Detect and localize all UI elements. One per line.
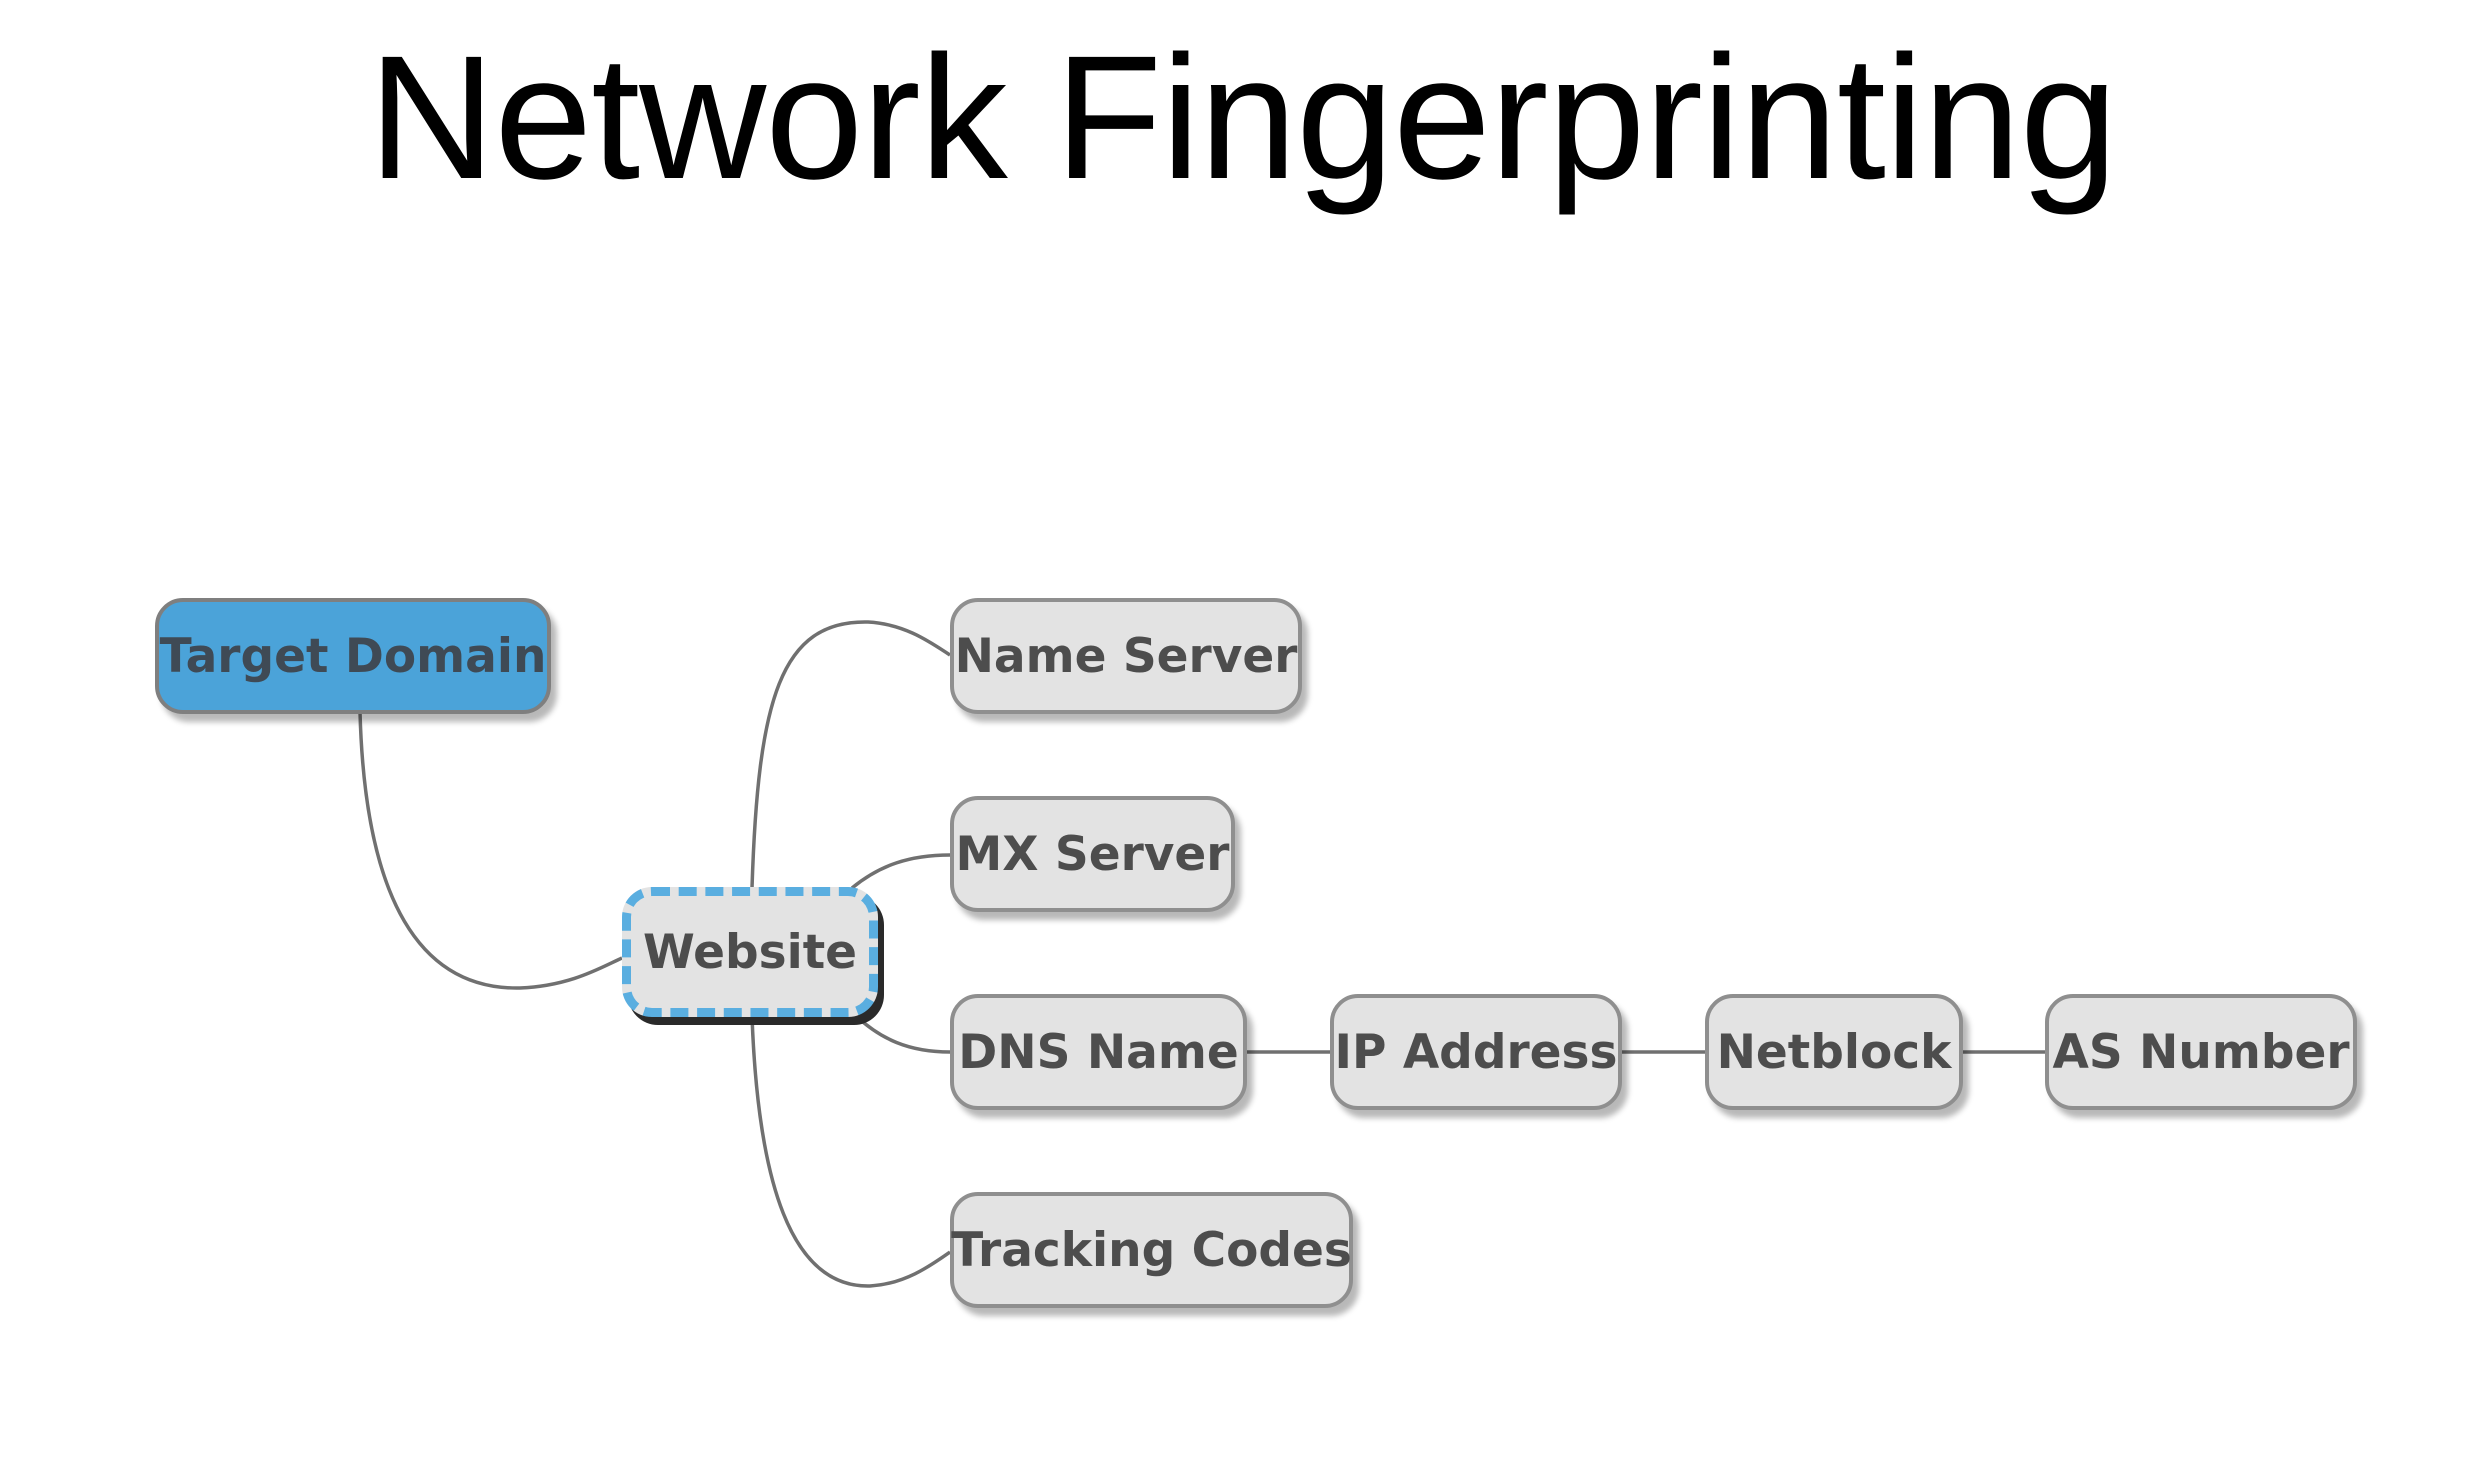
node-target-domain-label: Target Domain [159, 628, 547, 684]
connector-website-dns-name [850, 1010, 951, 1054]
node-website-label: Website [642, 924, 858, 980]
node-dns-name-label: DNS Name [958, 1024, 1239, 1080]
connector-website-mx-server [850, 853, 951, 890]
node-netblock-label: Netblock [1716, 1024, 1952, 1080]
node-dns-name[interactable]: DNS Name [950, 994, 1247, 1110]
node-ip-address[interactable]: IP Address [1330, 994, 1622, 1110]
node-as-number[interactable]: AS Number [2045, 994, 2357, 1110]
node-ip-address-label: IP Address [1334, 1024, 1618, 1080]
node-name-server-label: Name Server [954, 628, 1298, 684]
node-target-domain[interactable]: Target Domain [155, 598, 551, 714]
connector-website-tracking-codes [750, 1015, 952, 1288]
connector-root-website [358, 711, 623, 990]
node-website[interactable]: Website [622, 887, 878, 1017]
node-name-server[interactable]: Name Server [950, 598, 1302, 714]
node-mx-server-label: MX Server [955, 826, 1230, 882]
node-tracking-codes-label: Tracking Codes [951, 1222, 1352, 1278]
node-as-number-label: AS Number [2052, 1024, 2350, 1080]
page-title: Network Fingerprinting [368, 20, 2117, 216]
connector-website-name-server [750, 620, 951, 889]
node-tracking-codes[interactable]: Tracking Codes [950, 1192, 1353, 1308]
node-mx-server[interactable]: MX Server [950, 796, 1235, 912]
node-netblock[interactable]: Netblock [1705, 994, 1963, 1110]
